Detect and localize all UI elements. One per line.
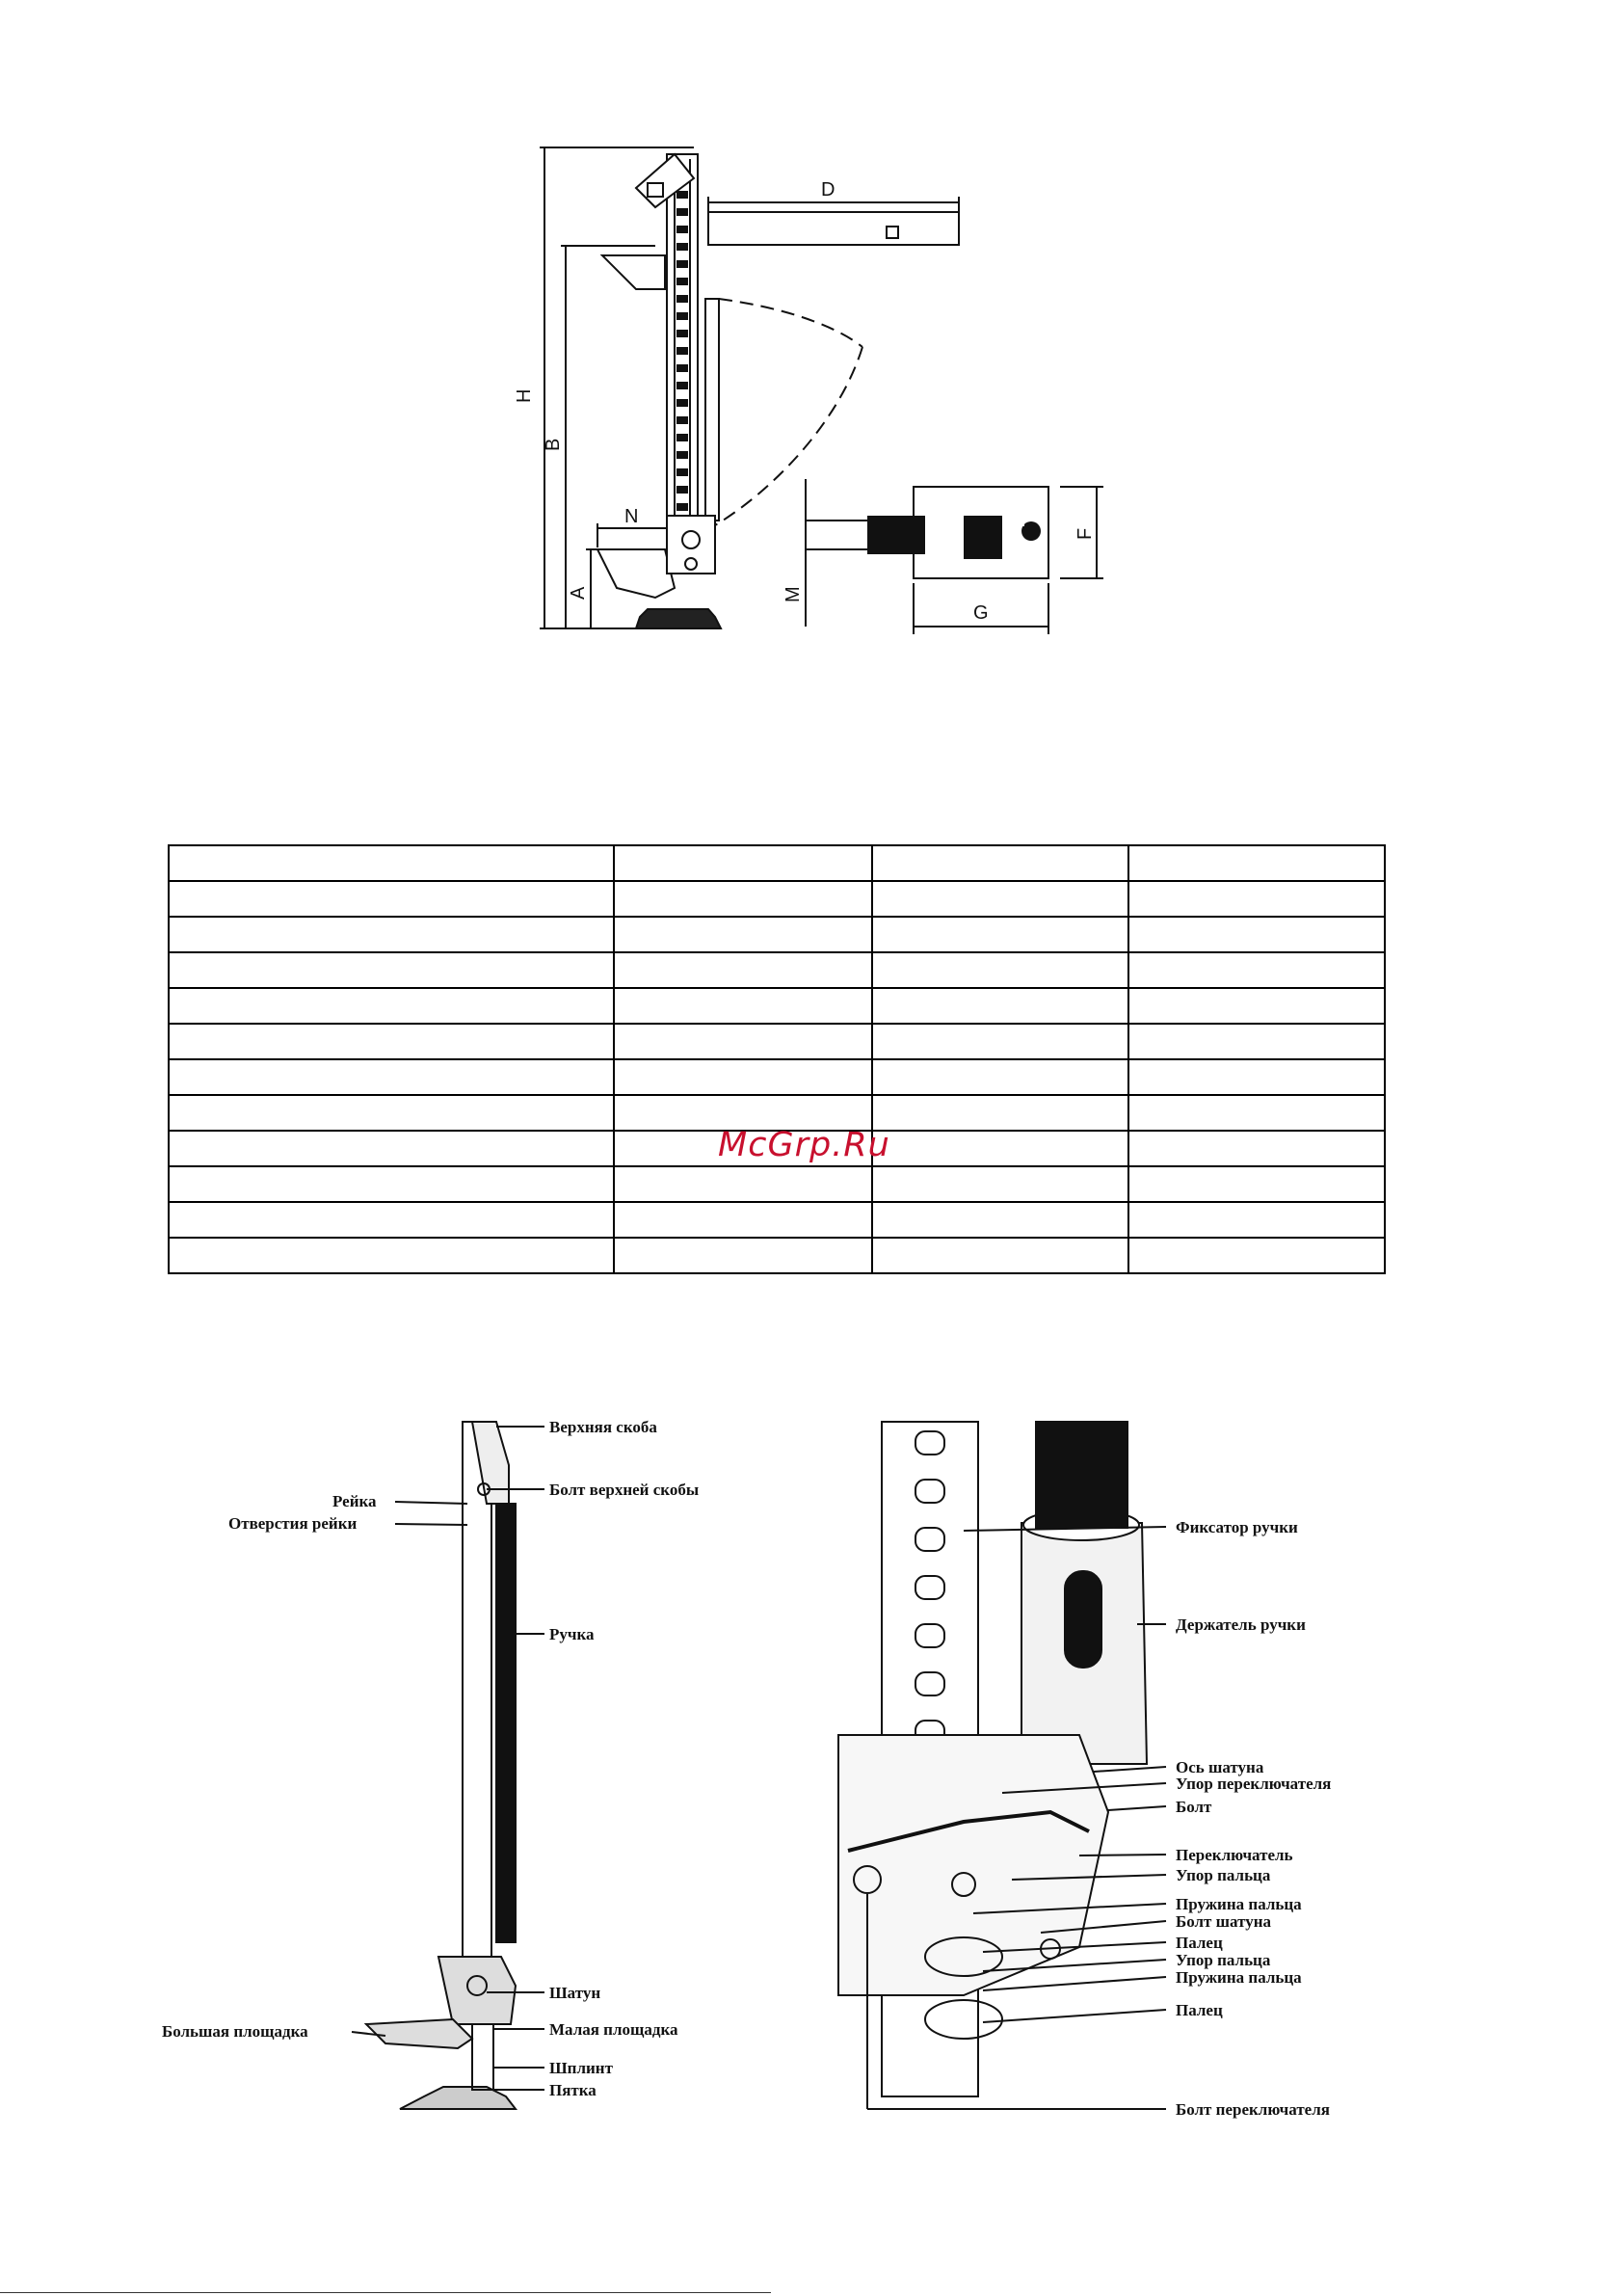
- jack-parts-figure: Верхняя скоба Болт верхней скобы Рейка О…: [162, 1418, 699, 2110]
- label-pin-spring-2: Пружина пальца: [1176, 1968, 1302, 1987]
- table-cell: [613, 880, 873, 918]
- label-cotter-pin: Шплинт: [549, 2059, 614, 2077]
- label-pin-1: Палец: [1176, 1934, 1223, 1952]
- table-cell: [1127, 1094, 1386, 1132]
- table-cell: [871, 1094, 1129, 1132]
- label-switch-bolt: Болт переключателя: [1176, 2100, 1330, 2119]
- table-row: [168, 844, 1386, 882]
- table-cell: [1127, 1237, 1386, 1274]
- table-row: [168, 1130, 1386, 1167]
- table-cell: [168, 987, 615, 1025]
- table-cell: [871, 844, 1129, 882]
- table-cell: [168, 880, 615, 918]
- table-cell: [168, 844, 615, 882]
- label-handle-holder: Держатель ручки: [1176, 1615, 1306, 1634]
- table-cell: [168, 1237, 615, 1274]
- dim-letter-g: G: [973, 602, 989, 624]
- table-row: [168, 1237, 1386, 1274]
- mechanism-detail-figure: Фиксатор ручки Держатель ручки Ось шатун…: [837, 1421, 1331, 2119]
- table-row: [168, 1058, 1386, 1096]
- spec-table: [168, 844, 1386, 1274]
- label-pin-stop-1: Упор пальца: [1176, 1866, 1271, 1884]
- table-cell: [871, 1201, 1129, 1239]
- table-cell: [1127, 987, 1386, 1025]
- table-cell: [613, 1165, 873, 1203]
- table-cell: [613, 951, 873, 989]
- watermark: McGrp.Ru: [718, 1126, 890, 1164]
- label-top-bracket-bolt: Болт верхней скобы: [549, 1481, 699, 1499]
- table-cell: [1127, 1058, 1386, 1096]
- table-cell: [613, 1130, 873, 1167]
- table-cell: [168, 1058, 615, 1096]
- table-cell: [613, 987, 873, 1025]
- table-cell: [1127, 1130, 1386, 1167]
- dimension-diagram: H B A D N M F G: [514, 147, 1103, 634]
- table-row: [168, 1201, 1386, 1239]
- label-bolt: Болт: [1176, 1798, 1212, 1816]
- dim-letter-f: F: [1074, 528, 1096, 540]
- label-switch: Переключатель: [1176, 1846, 1293, 1864]
- label-rack: Рейка: [332, 1492, 377, 1510]
- label-rod-bolt: Болт шатуна: [1176, 1912, 1271, 1931]
- dim-letter-d: D: [821, 179, 835, 200]
- dim-letter-m: M: [782, 586, 804, 602]
- table-cell: [871, 880, 1129, 918]
- label-top-bracket: Верхняя скоба: [549, 1418, 657, 1436]
- table-cell: [613, 844, 873, 882]
- table-cell: [613, 1023, 873, 1060]
- dim-letter-h: H: [514, 389, 535, 403]
- label-switch-stop: Упор переключателя: [1176, 1775, 1331, 1793]
- table-cell: [613, 1058, 873, 1096]
- table-cell: [168, 951, 615, 989]
- table-cell: [871, 951, 1129, 989]
- table-cell: [1127, 1201, 1386, 1239]
- label-pin-spring-1: Пружина пальца: [1176, 1895, 1302, 1913]
- label-rod: Шатун: [549, 1984, 600, 2002]
- label-large-platform: Большая площадка: [162, 2022, 308, 2041]
- table-cell: [168, 1130, 615, 1167]
- table-cell: [613, 916, 873, 953]
- table-cell: [1127, 880, 1386, 918]
- table-cell: [871, 987, 1129, 1025]
- page-bottom-rule: [0, 2292, 771, 2293]
- table-cell: [168, 1201, 615, 1239]
- table-cell: [871, 1058, 1129, 1096]
- dim-letter-n: N: [624, 506, 638, 527]
- table-cell: [613, 1201, 873, 1239]
- table-cell: [1127, 1023, 1386, 1060]
- table-cell: [1127, 916, 1386, 953]
- label-small-platform: Малая площадка: [549, 2020, 678, 2039]
- label-handle: Ручка: [549, 1625, 595, 1643]
- label-rod-axis: Ось шатуна: [1176, 1758, 1264, 1776]
- table-cell: [1127, 951, 1386, 989]
- table-cell: [1127, 1165, 1386, 1203]
- table-row: [168, 987, 1386, 1025]
- table-cell: [168, 1023, 615, 1060]
- table-row: [168, 1094, 1386, 1132]
- table-cell: [871, 916, 1129, 953]
- table-row: [168, 880, 1386, 918]
- table-cell: [871, 1130, 1129, 1167]
- dim-letter-b: B: [543, 439, 564, 451]
- table-row: [168, 916, 1386, 953]
- table-cell: [871, 1023, 1129, 1060]
- label-pin-stop-2: Упор пальца: [1176, 1951, 1271, 1969]
- label-pin-2: Палец: [1176, 2001, 1223, 2019]
- dim-letter-a: A: [568, 586, 589, 600]
- table-cell: [871, 1237, 1129, 1274]
- table-cell: [168, 916, 615, 953]
- table-cell: [1127, 844, 1386, 882]
- table-cell: [613, 1094, 873, 1132]
- table-cell: [168, 1165, 615, 1203]
- label-rack-holes: Отверстия рейки: [228, 1514, 357, 1533]
- table-row: [168, 951, 1386, 989]
- label-handle-lock: Фиксатор ручки: [1176, 1518, 1298, 1536]
- table-cell: [168, 1094, 615, 1132]
- table-cell: [613, 1237, 873, 1274]
- table-cell: [871, 1165, 1129, 1203]
- label-heel: Пятка: [549, 2081, 597, 2099]
- table-row: [168, 1023, 1386, 1060]
- table-row: [168, 1165, 1386, 1203]
